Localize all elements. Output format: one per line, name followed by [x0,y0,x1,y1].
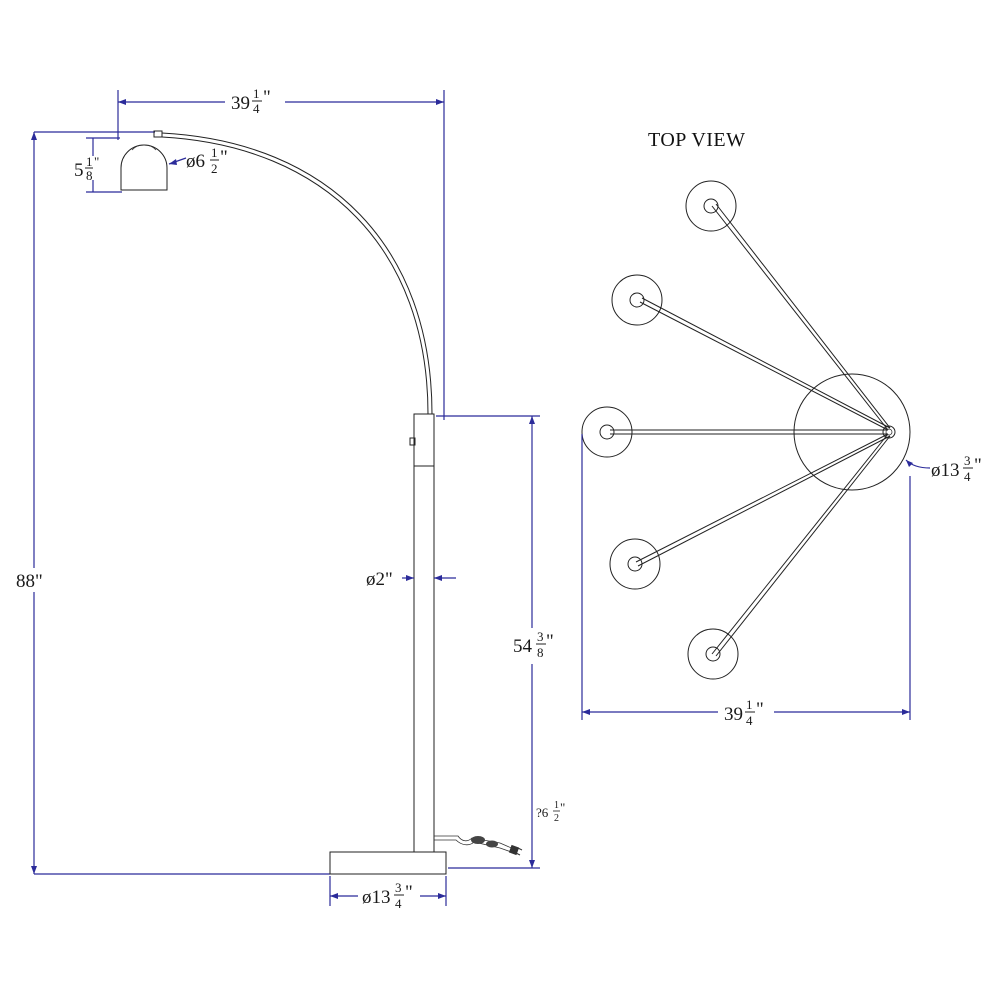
top-base-diameter-suffix: " [974,455,982,476]
top-view-hub [882,425,896,439]
base-diameter-prefix: ø13 [362,887,391,908]
shade-diameter-dimension: ø6 1 2 " [168,145,228,176]
side-view: 39 1 4 " 88" 5 1 8 " [14,86,565,912]
base-height-prefix: ?6 [536,805,549,820]
shade-height-dimension: 5 1 8 " [72,137,122,193]
top-overall-width-whole: 39 [724,704,743,725]
overall-width-num: 1 [253,86,260,101]
top-view-base [793,373,911,491]
base-height-den: 2 [554,813,559,824]
shade-height-suffix: " [94,154,99,169]
overall-width-dimension: 39 1 4 " [117,86,445,420]
pole-height-whole: 54 [513,636,533,657]
base-height-dimension: ?6 1 2 " [536,800,565,824]
shade-diameter-suffix: " [220,147,228,168]
overall-height-label: 88" [16,571,43,592]
base-diameter-den: 4 [395,896,402,911]
overall-width-suffix: " [263,87,271,108]
pole-height-num: 3 [537,629,544,644]
lamp-pole [409,413,435,852]
top-base-diameter-dimension: ø13 3 4 " [905,453,982,484]
lamp-base [329,851,447,875]
top-base-diameter-prefix: ø13 [931,460,960,481]
top-base-diameter-num: 3 [964,453,971,468]
shade-height-whole: 5 [74,160,84,181]
top-overall-width-dimension: 39 1 4 " [581,434,911,730]
top-overall-width-num: 1 [746,697,753,712]
overall-width-whole: 39 [231,93,250,114]
top-view: TOP VIEW [581,129,982,730]
shade-height-num: 1 [86,154,93,169]
lamp-shade [120,130,168,191]
base-height-num: 1 [554,800,559,811]
overall-width-den: 4 [253,101,260,116]
top-overall-width-suffix: " [756,699,764,720]
top-view-arms [610,203,891,657]
base-height-suffix: " [560,800,565,815]
base-diameter-num: 3 [395,880,402,895]
pole-height-dimension: 54 3 8 " [436,415,558,869]
shade-diameter-prefix: ø6 [186,151,205,172]
base-diameter-suffix: " [405,882,413,903]
shade-diameter-den: 2 [211,161,218,176]
power-cord [434,835,523,856]
top-view-shades [581,180,739,680]
pole-height-suffix: " [546,631,554,652]
base-diameter-dimension: ø13 3 4 " [329,876,447,912]
shade-height-den: 8 [86,168,93,183]
top-overall-width-den: 4 [746,713,753,728]
pole-diameter-dimension: ø2" [366,569,456,590]
pole-height-den: 8 [537,645,544,660]
top-base-diameter-den: 4 [964,469,971,484]
pole-diameter-label: ø2" [366,569,393,590]
lamp-arc [161,132,433,415]
shade-diameter-num: 1 [211,145,218,160]
top-view-title: TOP VIEW [648,129,746,151]
overall-height-dimension: 88" [14,131,330,875]
